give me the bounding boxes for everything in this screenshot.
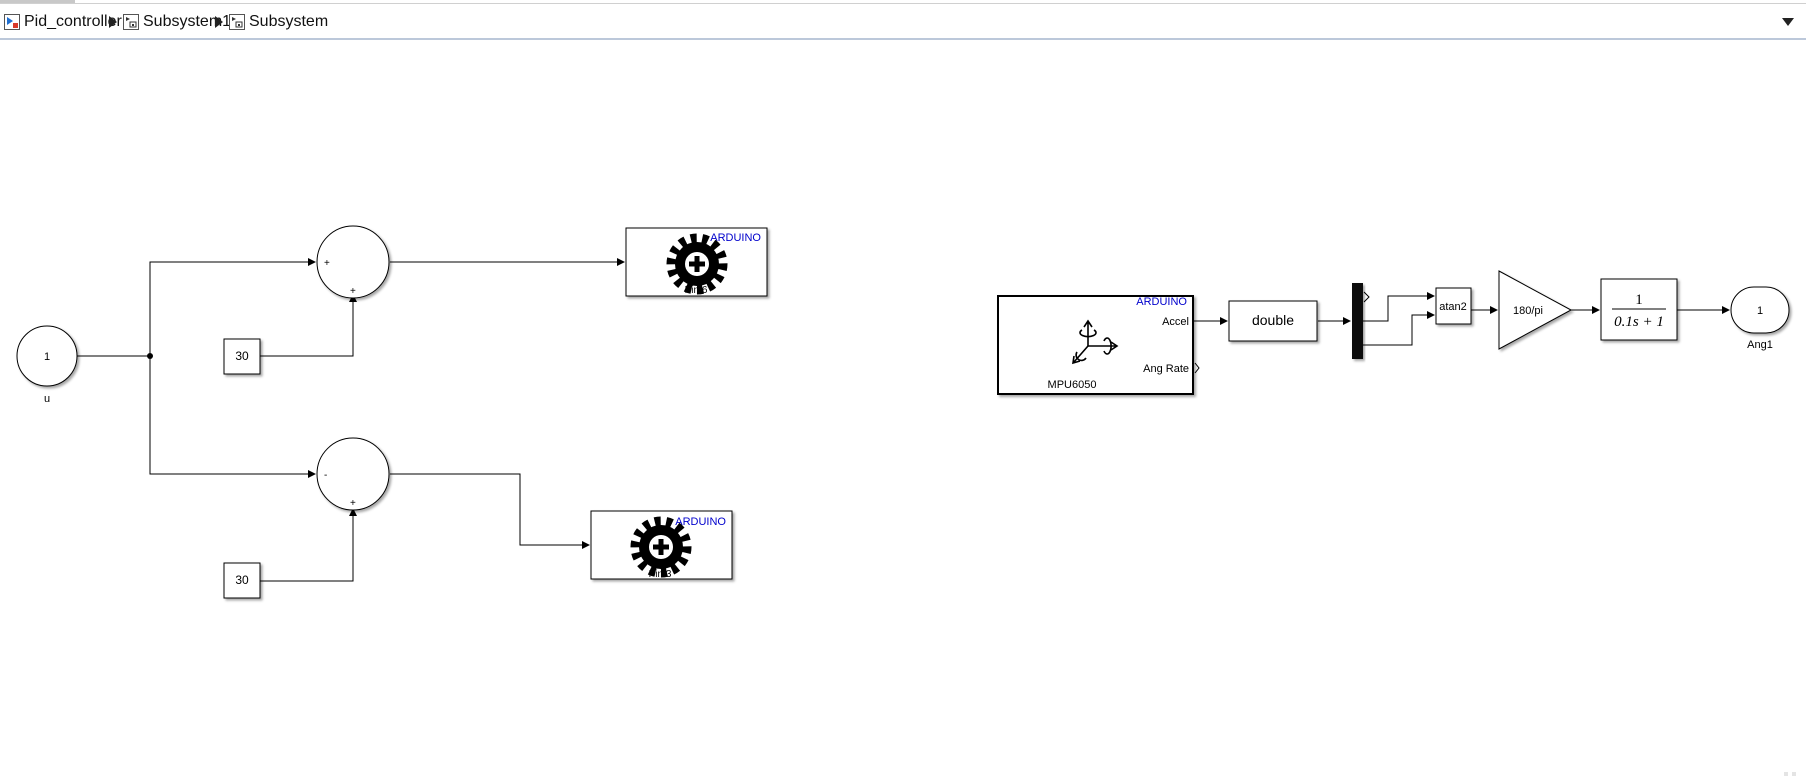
outport-block-ang1[interactable]: 1 Ang1 — [1730, 286, 1790, 351]
chevron-down-icon[interactable] — [1782, 18, 1794, 26]
signal-line[interactable] — [149, 356, 316, 478]
constant-value: 30 — [235, 573, 249, 587]
gear-icon — [666, 233, 728, 295]
gain-block[interactable]: 180/pi — [1498, 270, 1573, 350]
sum-sign: + — [350, 498, 356, 509]
top-tab-strip — [0, 0, 75, 3]
conversion-type: double — [1252, 312, 1294, 328]
gear-icon — [630, 516, 692, 578]
port-label-accel: Accel — [1162, 316, 1189, 328]
breadcrumb-label: Pid_controller — [24, 13, 122, 30]
signal-line[interactable] — [260, 508, 357, 582]
breadcrumb-item-pid-controller[interactable]: Pid_controller — [4, 10, 122, 34]
port-label-ang-rate: Ang Rate — [1143, 363, 1189, 375]
inport-block-u[interactable]: 1 u — [16, 325, 78, 405]
breadcrumb-item-subsystem[interactable]: Subsystem — [229, 10, 328, 34]
constant-value: 30 — [235, 349, 249, 363]
inport-name: u — [44, 393, 50, 405]
breadcrumb-separator-icon — [215, 16, 223, 28]
arduino-brand: ARDUINO — [675, 516, 726, 528]
output-port-arrow-icon — [1194, 362, 1200, 374]
signal-line[interactable] — [149, 258, 316, 356]
atan2-block[interactable]: atan2 — [1435, 287, 1472, 325]
demux-block[interactable] — [1352, 283, 1370, 359]
transfer-function-block[interactable]: 1 0.1s + 1 — [1600, 278, 1678, 341]
pwm-pin-label: Pin 6 — [685, 285, 708, 296]
signal-line[interactable] — [1363, 311, 1435, 346]
breadcrumb-item-subsystem1[interactable]: Subsystem1 — [123, 10, 231, 34]
mpu6050-block[interactable]: ARDUINO Accel Ang Rate MPU6050 — [997, 295, 1200, 395]
data-type-conversion-block[interactable]: double — [1228, 300, 1318, 342]
model-canvas[interactable]: 1 u 30 30 + + - + ARDUINO — [0, 40, 1806, 782]
arduino-brand: ARDUINO — [710, 232, 761, 244]
pwm-pin-label: Pin 3 — [649, 569, 672, 580]
tf-numerator: 1 — [1635, 292, 1643, 308]
outport-name: Ang1 — [1747, 339, 1773, 351]
signal-lines-left — [67, 258, 625, 582]
signal-line[interactable] — [1363, 292, 1435, 322]
arduino-pwm-block-pin3[interactable]: ARDUINO Pin 3 — [590, 510, 733, 580]
output-port-arrow-icon — [1363, 291, 1370, 303]
arduino-brand: ARDUINO — [1136, 296, 1187, 308]
subsystem-icon — [229, 14, 245, 30]
function-name: atan2 — [1439, 301, 1467, 313]
sum-block-top[interactable]: + + — [316, 225, 390, 299]
tf-denominator: 0.1s + 1 — [1614, 314, 1664, 330]
sum-sign: + — [350, 286, 356, 297]
subsystem-icon — [123, 14, 139, 30]
constant-block-top[interactable]: 30 — [223, 338, 261, 375]
breadcrumb-separator-icon — [109, 16, 117, 28]
outport-number: 1 — [1757, 305, 1763, 317]
simulink-model-icon — [4, 14, 20, 30]
signal-line[interactable] — [260, 294, 357, 357]
breadcrumb-label: Subsystem1 — [143, 13, 232, 30]
breadcrumb: Pid_controller Subsystem1 Subsystem — [0, 3, 1806, 40]
constant-block-bottom[interactable]: 30 — [223, 562, 261, 599]
signal-lines-right — [1193, 292, 1730, 346]
sum-sign: - — [324, 470, 327, 481]
gain-value: 180/pi — [1513, 305, 1543, 317]
breadcrumb-label: Subsystem — [249, 13, 329, 30]
resize-grip-icon[interactable] — [1782, 770, 1802, 778]
block-name: MPU6050 — [1048, 379, 1097, 391]
branch-point — [147, 353, 153, 359]
sum-sign: + — [324, 258, 330, 269]
imu-axes-icon — [1072, 319, 1119, 365]
sum-block-bottom[interactable]: - + — [316, 437, 390, 511]
arduino-pwm-block-pin6[interactable]: ARDUINO Pin 6 — [625, 227, 768, 297]
signal-line[interactable] — [390, 473, 590, 549]
inport-number: 1 — [44, 351, 50, 363]
